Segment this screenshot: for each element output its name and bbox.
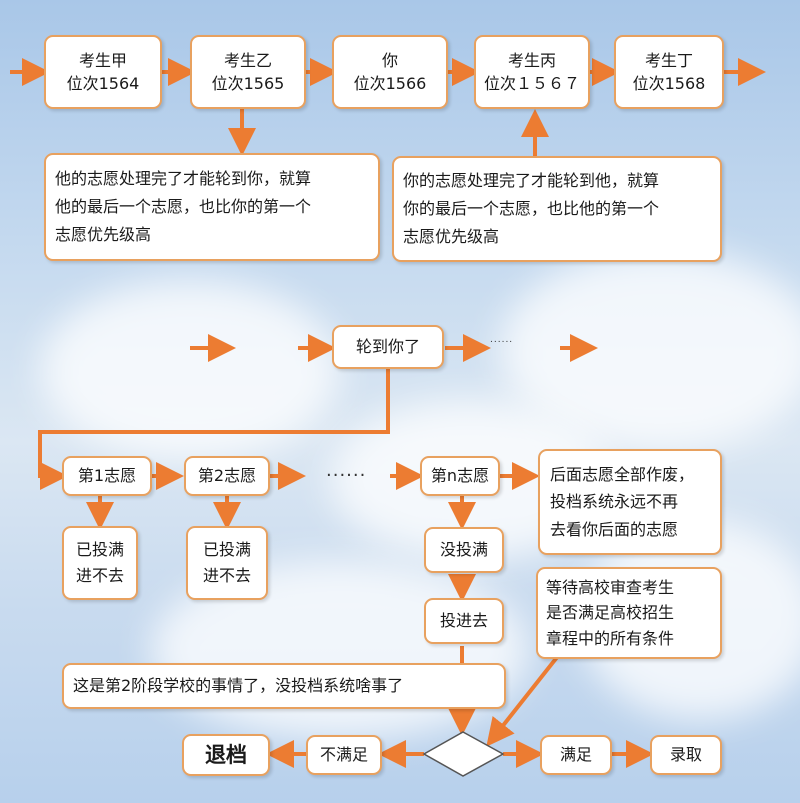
note-void: 后面志愿全部作废，投档系统永远不再去看你后面的志愿 xyxy=(538,449,722,555)
arrow-turn-to-choice1 xyxy=(38,368,390,490)
node-jia: 考生甲位次1564 xyxy=(44,35,162,109)
node-not-satisfied: 不满足 xyxy=(306,735,382,775)
node-satisfied: 满足 xyxy=(540,735,612,775)
node-rejected: 退档 xyxy=(182,734,270,776)
node-choice-1: 第1志愿 xyxy=(62,456,152,496)
node-full-2: 已投满进不去 xyxy=(186,526,268,600)
node-bing: 考生丙位次１５６７ xyxy=(474,35,590,109)
node-your-turn: 轮到你了 xyxy=(332,325,444,369)
node-choice-n: 第n志愿 xyxy=(420,456,500,496)
node-not-full: 没投满 xyxy=(424,527,504,573)
note-left: 他的志愿处理完了才能轮到你，就算他的最后一个志愿，也比你的第一个志愿优先级高 xyxy=(44,153,380,261)
node-yi: 考生乙位次1565 xyxy=(190,35,306,109)
node-ding: 考生丁位次1568 xyxy=(614,35,724,109)
dots-middle: ...... xyxy=(490,335,514,345)
node-admitted: 录取 xyxy=(650,735,722,775)
note-review: 等待高校审查考生是否满足高校招生章程中的所有条件 xyxy=(536,567,722,659)
node-submitted: 投进去 xyxy=(424,598,504,644)
note-right: 你的志愿处理完了才能轮到他，就算你的最后一个志愿，也比他的第一个志愿优先级高 xyxy=(392,156,722,262)
dots-choices: ...... xyxy=(326,460,367,481)
node-ni: 你位次1566 xyxy=(332,35,448,109)
arrow-review-diamond xyxy=(486,654,560,747)
node-full-1: 已投满进不去 xyxy=(62,526,138,600)
node-choice-2: 第2志愿 xyxy=(184,456,270,496)
note-stage2: 这是第2阶段学校的事情了，没投档系统啥事了 xyxy=(62,663,506,709)
decision-diamond xyxy=(422,731,505,777)
